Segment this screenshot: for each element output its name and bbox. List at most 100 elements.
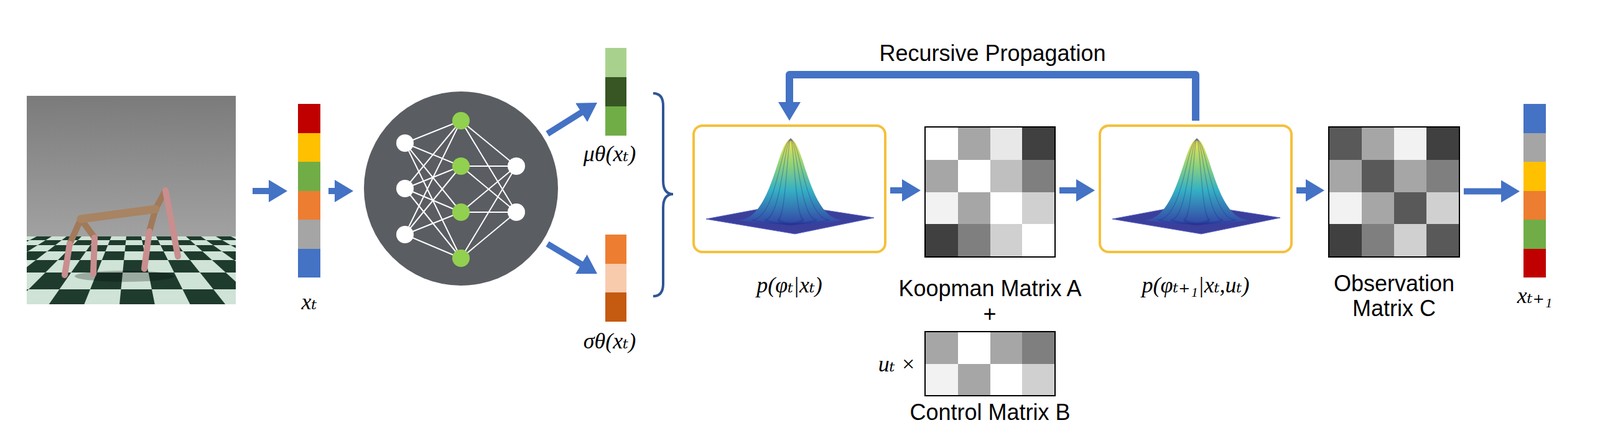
matrix-entry xyxy=(1361,223,1395,257)
floor-tile xyxy=(44,289,91,305)
matrix-entry xyxy=(925,223,959,257)
state-vector: xₜ₊₁ xyxy=(1523,103,1546,278)
vector-entry xyxy=(1523,133,1546,163)
vector-entry xyxy=(605,234,627,264)
matrix-entry xyxy=(958,192,991,225)
ant-robot xyxy=(64,190,178,275)
floor-tile xyxy=(222,251,236,261)
neural-network xyxy=(396,111,526,267)
matrix-label: Control Matrix B xyxy=(909,400,1070,425)
gaussian-mesh xyxy=(751,139,830,224)
matrix-entry xyxy=(1361,127,1395,160)
observation-matrix: Observation Matrix C xyxy=(1328,126,1461,258)
vector-entry xyxy=(297,133,321,163)
flow-arrow xyxy=(328,187,341,195)
vector-label: xₜ xyxy=(301,289,318,315)
vector-label: σθ(xₜ) xyxy=(583,329,636,354)
gaussian-plot xyxy=(694,126,884,251)
vector-entry xyxy=(1523,190,1546,221)
floor-tile xyxy=(186,236,206,241)
matrix-entry xyxy=(925,363,959,396)
robot-scene xyxy=(26,95,236,305)
floor-tile xyxy=(26,245,38,252)
floor-tile xyxy=(102,251,126,261)
gaussian-mesh xyxy=(1170,139,1224,224)
vector-entry xyxy=(1523,103,1546,134)
vector-entry xyxy=(605,263,627,294)
vector-entry xyxy=(297,248,321,279)
matrix-entry xyxy=(1329,127,1362,160)
gaussian-mesh xyxy=(1157,139,1237,224)
floor-tile xyxy=(26,289,29,305)
floor-tile xyxy=(182,289,232,305)
vector-entry xyxy=(605,106,627,136)
network-weight xyxy=(460,212,517,259)
gaussian-surface xyxy=(1144,139,1250,224)
distribution-box: p(φₜ₊₁|xₜ,uₜ) xyxy=(1098,124,1293,254)
neuron xyxy=(452,203,470,221)
neuron xyxy=(452,157,470,175)
flow-arrow xyxy=(890,187,909,194)
distribution-label: p(φₜ₊₁|xₜ,uₜ) xyxy=(1142,273,1250,298)
matrix-entry xyxy=(1022,363,1055,396)
std-vector: σθ(xₜ) xyxy=(605,234,627,322)
gaussian-mesh xyxy=(1183,139,1210,224)
matrix-entry xyxy=(1394,223,1427,257)
matrix-entry xyxy=(1022,223,1055,257)
distribution-label: p(φₜ|xₜ) xyxy=(756,273,823,298)
edge-label: Recursive Propagation xyxy=(875,41,1110,66)
matrix-entry xyxy=(925,332,959,364)
distribution-box: p(φₜ|xₜ) xyxy=(692,124,887,254)
floor-tile xyxy=(37,240,63,246)
matrix-entry xyxy=(925,192,959,225)
matrix-entry xyxy=(958,159,991,193)
floor-tile xyxy=(107,240,126,246)
vector-entry xyxy=(297,219,321,249)
floor-tile xyxy=(182,251,213,261)
neuron xyxy=(396,179,414,198)
matrix-entry xyxy=(990,223,1023,257)
matrix-entry xyxy=(958,127,991,160)
vector-label: μθ(xₜ) xyxy=(583,141,637,167)
floor-tile xyxy=(125,236,142,241)
network-weight xyxy=(460,166,517,213)
matrix-entry xyxy=(990,192,1023,225)
matrix-entry xyxy=(990,332,1023,364)
matrix-entry xyxy=(1394,159,1427,193)
vector-entry xyxy=(1523,219,1546,249)
matrix-entry xyxy=(925,159,959,193)
flow-arrow xyxy=(547,243,587,268)
network-weight xyxy=(404,120,461,235)
network-weight xyxy=(460,166,517,213)
gaussian-mesh xyxy=(764,139,817,224)
matrix-entry xyxy=(1022,192,1055,225)
floor-tile xyxy=(26,240,30,246)
floor-tile xyxy=(118,289,157,305)
floor-tile xyxy=(205,240,231,246)
network-weight xyxy=(404,234,461,259)
matrix-entry xyxy=(1022,332,1055,364)
floor-tile xyxy=(29,236,52,241)
floor-tile xyxy=(230,245,236,252)
floor-tile xyxy=(215,236,236,241)
vector-entry xyxy=(297,190,321,221)
matrix-entry xyxy=(1329,223,1362,257)
neuron xyxy=(452,249,470,267)
vector-entry xyxy=(297,161,321,191)
network-weight xyxy=(404,166,461,235)
matrix-entry xyxy=(1329,159,1362,193)
flow-arrow xyxy=(547,109,587,134)
flow-arrow xyxy=(252,187,275,195)
matrix-entry xyxy=(990,363,1023,396)
matrix-label: Observation Matrix C xyxy=(1316,271,1472,321)
neural-network-disc xyxy=(363,91,559,286)
matrix-entry xyxy=(958,332,991,364)
matrix-entry xyxy=(1394,192,1427,225)
floor-tile xyxy=(125,245,145,252)
robot-shin xyxy=(93,237,95,274)
matrix-entry xyxy=(1426,159,1459,193)
floor-tile xyxy=(199,272,236,290)
curly-bracket xyxy=(653,93,674,297)
matrix-entry xyxy=(990,159,1023,193)
vector-entry xyxy=(1523,161,1546,191)
